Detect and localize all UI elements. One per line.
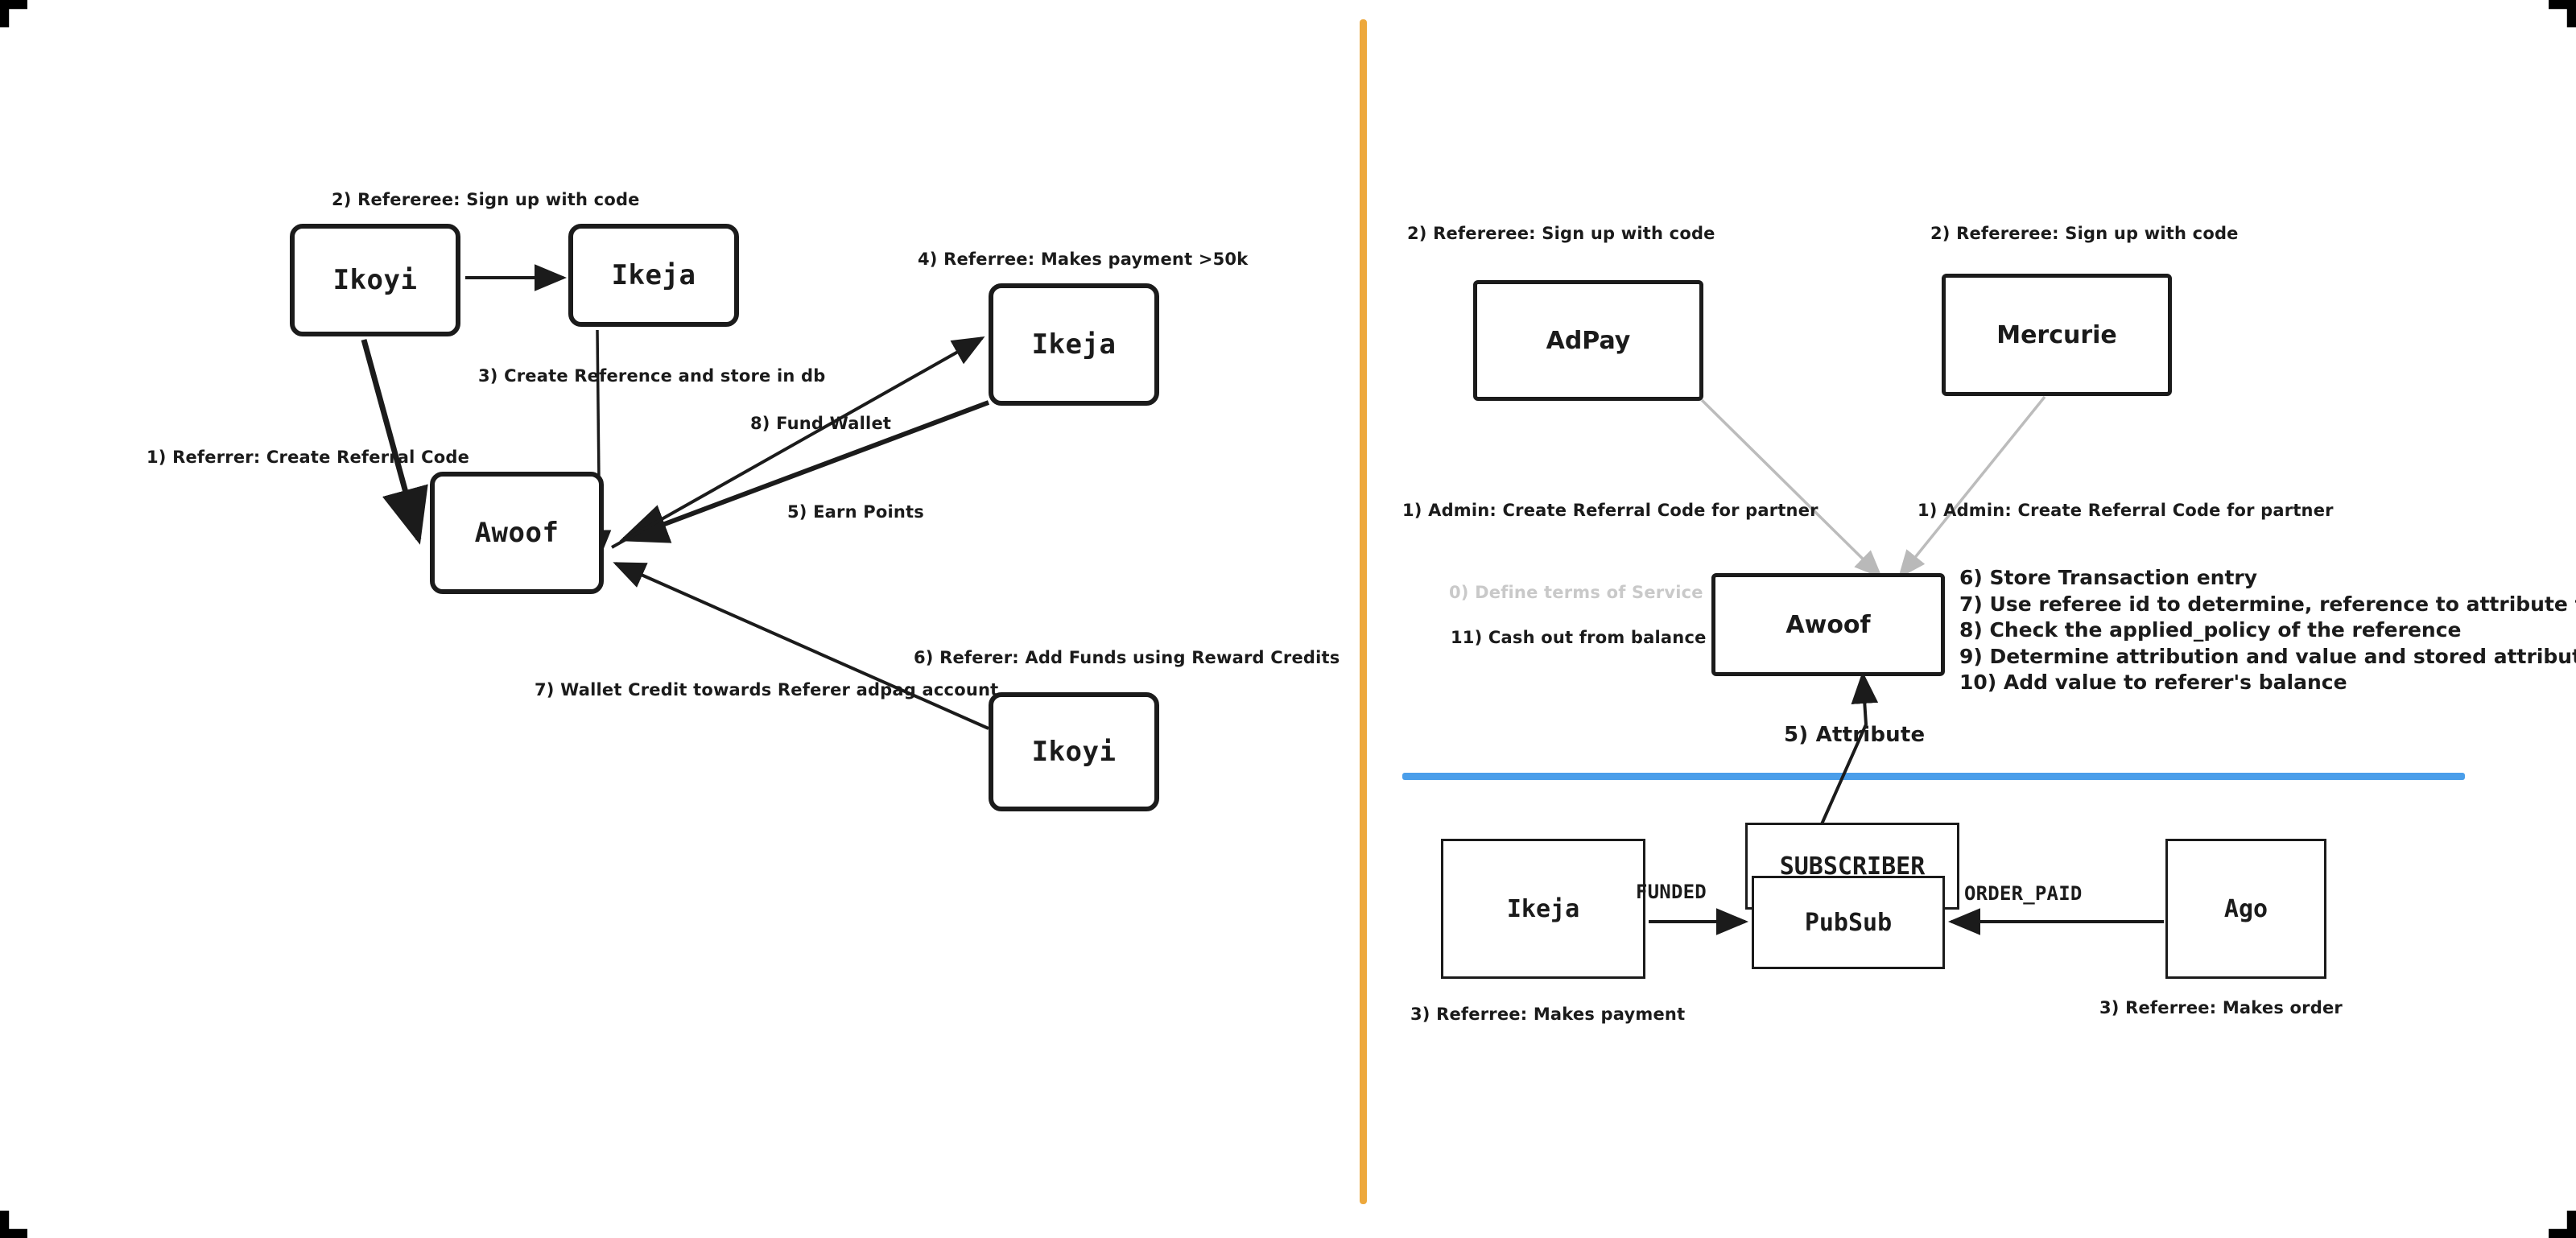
node-ago[interactable]: Ago [2165,839,2326,979]
node-label: AdPay [1546,326,1631,355]
label-step-1-left: 1) Referrer: Create Referral Code [147,448,470,467]
node-label: PubSub [1804,908,1893,937]
node-awoof-right[interactable]: Awoof [1711,573,1945,676]
crop-corner-bottom-right-icon [2549,1211,2576,1238]
node-label: Ago [2223,894,2268,923]
node-label: Ikeja [1031,328,1117,361]
node-pubsub[interactable]: PubSub [1752,876,1945,969]
step-item-9: 9) Determine attribution and value and s… [1959,644,2576,668]
label-step-6-left: 6) Referer: Add Funds using Reward Credi… [914,648,1340,667]
node-adpay[interactable]: AdPay [1473,280,1703,401]
label-step-3-right-order: 3) Referree: Makes order [2099,998,2343,1017]
node-ikeja-top[interactable]: Ikeja [568,224,739,327]
label-step-11-right: 11) Cash out from balance [1451,628,1707,647]
node-awoof-left[interactable]: Awoof [430,472,604,594]
horizontal-divider-blue [1402,773,2465,780]
node-label: SUBSCRIBER [1779,852,1926,881]
edge-subscriber-to-awoof [1819,671,1879,827]
node-label: Awoof [1785,610,1871,639]
label-step-7-left: 7) Wallet Credit towards Referer adpag a… [535,680,999,699]
label-step-1-right-adpay: 1) Admin: Create Referral Code for partn… [1402,501,1818,520]
node-label: Ikoyi [332,264,418,296]
node-label: Ikoyi [1031,736,1117,768]
label-step-5-attribute: 5) Attribute [1784,723,1926,747]
node-mercurie[interactable]: Mercurie [1942,274,2172,396]
label-order-paid-event: ORDER_PAID [1964,882,2083,905]
node-ikoyi-bottom[interactable]: Ikoyi [989,692,1159,811]
label-step-3-right-payment: 3) Referree: Makes payment [1410,1005,1686,1024]
crop-corner-bottom-left-icon [0,1211,27,1238]
node-label: Ikeja [1506,894,1580,923]
edge-mercurie-to-awoof [1897,395,2046,579]
awoof-steps-list: 6) Store Transaction entry 7) Use refere… [1959,565,2576,696]
vertical-divider-orange [1360,19,1367,1204]
crop-corner-top-left-icon [0,0,27,27]
label-step-4-left: 4) Referree: Makes payment >50k [918,250,1249,269]
node-ikoyi-top[interactable]: Ikoyi [290,224,460,336]
edge-adpay-to-awoof [1700,398,1883,579]
label-step-2-right-adpay: 2) Refereree: Sign up with code [1407,224,1715,243]
step-item-7: 7) Use referee id to determine, referenc… [1959,592,2576,616]
label-funded-event: FUNDED [1636,881,1707,903]
edge-ikoyi-bottom-to-awoof [613,562,989,730]
step-item-8: 8) Check the applied_policy of the refer… [1959,618,2462,642]
node-ikeja-right[interactable]: Ikeja [989,283,1159,406]
node-label: Mercurie [1996,320,2117,349]
label-step-1-right-mercurie: 1) Admin: Create Referral Code for partn… [1918,501,2334,520]
step-item-10: 10) Add value to referer's balance [1959,671,2347,694]
edge-ikoyi-to-awoof [361,339,428,545]
step-item-6: 6) Store Transaction entry [1959,566,2258,589]
crop-corner-top-right-icon [2549,0,2576,27]
label-step-2-right-mercurie: 2) Refereree: Sign up with code [1930,224,2239,243]
node-ikeja-right-panel[interactable]: Ikeja [1441,839,1645,979]
label-step-2-left: 2) Refereree: Sign up with code [332,190,640,209]
label-step-8-left: 8) Fund Wallet [750,414,892,433]
label-step-5-left: 5) Earn Points [787,502,924,522]
node-label: Awoof [474,517,559,549]
label-step-0-right: 0) Define terms of Service [1449,583,1703,602]
label-step-3-left: 3) Create Reference and store in db [478,366,826,386]
node-label: Ikeja [611,259,696,291]
